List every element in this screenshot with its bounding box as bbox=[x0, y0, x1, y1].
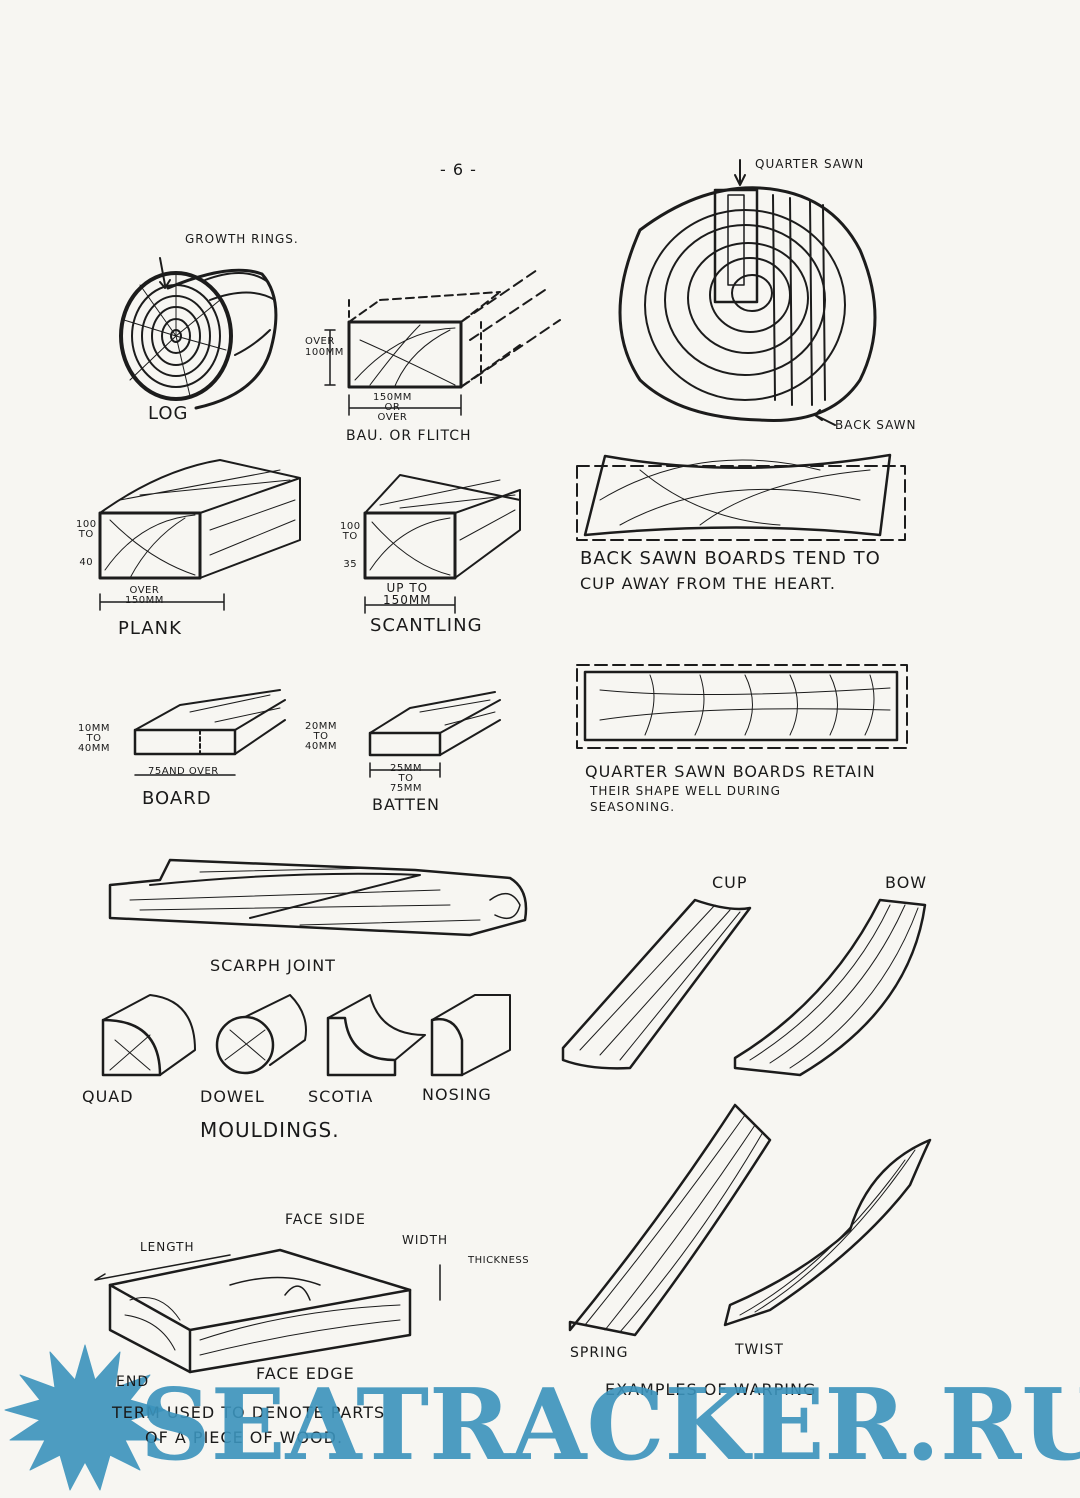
batten-label: Batten bbox=[372, 795, 441, 814]
watermark-text: SEATRACKER.RU bbox=[140, 1368, 1080, 1483]
twist-label: Twist bbox=[735, 1342, 784, 1358]
over-100-label: Over 100mm bbox=[305, 336, 344, 358]
quad-label: Quad bbox=[82, 1087, 134, 1106]
spring-label: Spring bbox=[570, 1345, 629, 1361]
length-label: Length bbox=[140, 1240, 195, 1254]
width-150-c: over bbox=[377, 412, 408, 423]
bow-label: Bow bbox=[885, 873, 928, 892]
plank-width-b: 150mm bbox=[125, 595, 164, 606]
board-height-label: 10mm to 40mm bbox=[78, 724, 110, 754]
quarter-sawn-note-2: their shape well during bbox=[590, 784, 781, 798]
thickness-label: Thickness bbox=[468, 1255, 530, 1266]
baulk-drawing bbox=[324, 267, 561, 416]
plank-height-b: To bbox=[78, 529, 94, 540]
scotia-drawing bbox=[326, 994, 426, 1077]
batten-height-a: 20mm bbox=[305, 721, 337, 732]
dowel-drawing bbox=[215, 994, 307, 1075]
quarter-sawn-arrow-label: Quarter Sawn bbox=[755, 157, 865, 171]
back-sawn-note-1: Back Sawn boards tend to bbox=[580, 548, 881, 569]
face-edge-label: Face Edge bbox=[256, 1364, 355, 1383]
bow-drawing bbox=[733, 898, 927, 1077]
scantling-height-b: To bbox=[342, 531, 358, 542]
growth-rings-label: Growth Rings. bbox=[185, 232, 299, 246]
batten-width-label: 25mm To 75mm bbox=[390, 764, 422, 794]
board-height-b: to bbox=[86, 733, 102, 744]
plank-label: Plank bbox=[118, 618, 182, 639]
batten-width-c: 75mm bbox=[390, 783, 422, 794]
batten-width-a: 25mm bbox=[390, 763, 422, 774]
scantling-drawing bbox=[363, 474, 521, 614]
log-drawing bbox=[119, 257, 278, 410]
scantling-height-c: 35 bbox=[343, 559, 358, 570]
plank-height-a: 100 bbox=[76, 519, 97, 530]
baulk-label: Bau. or Flitch bbox=[346, 428, 472, 444]
quarter-sawn-board-drawing bbox=[576, 664, 908, 749]
sawn-log-drawing bbox=[618, 159, 877, 426]
quarter-sawn-note-3: seasoning. bbox=[590, 800, 676, 814]
spring-drawing bbox=[568, 1103, 772, 1337]
nosing-label: Nosing bbox=[422, 1085, 492, 1104]
twist-drawing bbox=[723, 1138, 932, 1327]
examples-of-warping-label: Examples of Warping bbox=[605, 1380, 817, 1399]
watermark-sunburst-icon bbox=[4, 1344, 166, 1491]
scantling-height-a: 100 bbox=[340, 521, 361, 532]
board-drawing bbox=[133, 689, 286, 776]
page-number: - 6 - bbox=[440, 160, 477, 179]
width-label: Width bbox=[402, 1233, 448, 1247]
scantling-height-label: 100 To 35 bbox=[340, 522, 361, 570]
scarph-joint-drawing bbox=[108, 858, 528, 937]
width-150-a: 150mm bbox=[373, 392, 412, 403]
quarter-sawn-note-1: Quarter Sawn boards retain bbox=[585, 762, 876, 781]
scantling-width-label: Up To 150mm bbox=[383, 582, 432, 606]
board-width-label: 75and over bbox=[148, 766, 219, 777]
quad-drawing bbox=[101, 994, 196, 1077]
board-label: Board bbox=[142, 788, 212, 809]
batten-drawing bbox=[368, 691, 501, 778]
back-sawn-note-2: cup away from the heart. bbox=[580, 574, 836, 593]
end-label: End bbox=[116, 1374, 150, 1390]
plank-drawing bbox=[98, 459, 301, 611]
batten-height-b: To bbox=[313, 731, 329, 742]
plank-height-label: 100 To 40 bbox=[76, 520, 97, 568]
plank-width-a: Over bbox=[129, 585, 160, 596]
scarph-joint-label: Scarph Joint bbox=[210, 956, 336, 975]
back-sawn-arrow-label: Back Sawn bbox=[835, 418, 917, 432]
board-height-c: 40mm bbox=[78, 743, 110, 754]
scotia-label: Scotia bbox=[308, 1087, 374, 1106]
back-sawn-board-drawing bbox=[576, 453, 906, 541]
dowel-label: Dowel bbox=[200, 1087, 265, 1106]
plank-width-label: Over 150mm bbox=[125, 586, 164, 606]
width-150-b: or bbox=[384, 402, 401, 413]
wood-parts-drawing bbox=[94, 1248, 441, 1374]
plank-height-c: 40 bbox=[79, 557, 94, 568]
nosing-drawing bbox=[430, 994, 511, 1077]
cup-drawing bbox=[561, 898, 752, 1070]
width-150-label: 150mm or over bbox=[373, 393, 412, 423]
scantling-width-a: Up To bbox=[386, 581, 429, 595]
batten-width-b: To bbox=[398, 773, 414, 784]
face-side-label: Face Side bbox=[285, 1212, 366, 1228]
batten-height-label: 20mm To 40mm bbox=[305, 722, 337, 752]
cup-label: Cup bbox=[712, 873, 748, 892]
scantling-label: Scantling bbox=[370, 615, 483, 636]
batten-height-c: 40mm bbox=[305, 741, 337, 752]
terms-caption-1: Term Used To Denote Parts bbox=[112, 1403, 386, 1422]
mouldings-label: Mouldings. bbox=[200, 1118, 340, 1142]
scantling-width-b: 150mm bbox=[383, 593, 432, 607]
log-label: Log bbox=[148, 403, 189, 424]
board-height-a: 10mm bbox=[78, 723, 110, 734]
terms-caption-2: Of A Piece Of Wood. bbox=[145, 1428, 344, 1447]
